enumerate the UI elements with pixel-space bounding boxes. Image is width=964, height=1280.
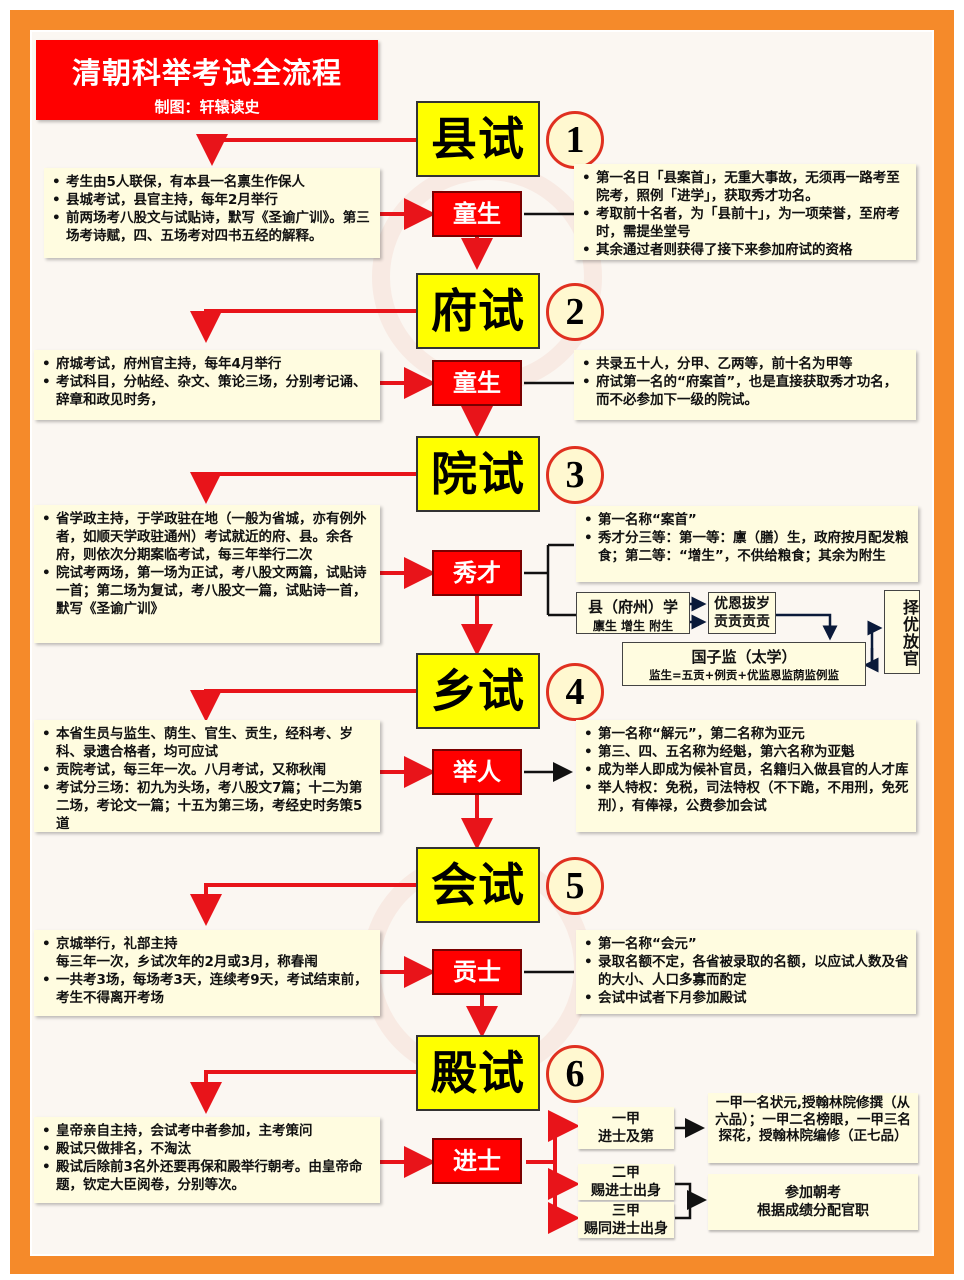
note-item: 殿试只做排名，不淘汰 [42, 1140, 374, 1158]
note-item: 第一名称“案首” [584, 511, 912, 529]
select-office-box: 择优放官 [884, 590, 920, 674]
guozijian-label: 国子监（太学） [691, 648, 797, 666]
note-item: 考试分三场：初九为头场，考八股文7篇；十二为第二场，考论文一篇；十五为第三场，考… [42, 779, 374, 833]
note-item: 会试中试者下月参加殿试 [584, 989, 910, 1007]
note-item: 考生由5人联保，有本县一名禀生作保人 [52, 173, 374, 191]
stage-palace-exam: 殿试 [416, 1035, 540, 1111]
rank-second-tier: 二甲 赐进士出身 [578, 1164, 674, 1200]
note-item: 秀才分三等：第一等：廪（膳）生，政府按月配发粮食；第二等：“增生”，不供给粮食；… [584, 529, 912, 565]
note-item: 其余通过者则获得了接下来参加府试的资格 [582, 241, 910, 259]
note-item: 皇帝亲自主持，会试考中者参加，主考策问 [42, 1122, 374, 1140]
note-item: 府试第一名的“府案首”，也是直接获取秀才功名，而不必参加下一级的院试。 [582, 373, 910, 409]
note-item: 第一名称“会元” [584, 935, 910, 953]
note-item: 省学政主持，于学政驻在地（一般为省城，亦有例外者，如顺天学政驻通州）考试就近的府… [42, 510, 374, 564]
rank-third-tier: 三甲 赐同进士出身 [578, 1202, 674, 1238]
stage2-right-notes: 共录五十人，分甲、乙两等，前十名为甲等 府试第一名的“府案首”，也是直接获取秀才… [574, 350, 916, 420]
step-number-5: 5 [546, 857, 604, 915]
step-number-2: 2 [546, 283, 604, 341]
stage-county-exam: 县试 [416, 101, 540, 177]
note-item: 第一名称“解元”，第二名称为亚元 [584, 725, 910, 743]
step-number-6: 6 [546, 1045, 604, 1103]
county-school-box: 县（府州）学 廪生 增生 附生 [576, 592, 690, 634]
result-line: 参加朝考 [785, 1185, 841, 1201]
stage1-right-notes: 第一名日「县案首」，无重大事故，无须再一路考至院考，照例「进学」，获取秀才功名。… [574, 164, 916, 260]
county-school-label: 县（府州）学 [587, 598, 678, 616]
first-tier-result: 一甲一名状元,授翰林院修撰（从六品）；一甲二名榜眼，一甲三名探花，授翰林院编修（… [708, 1093, 918, 1163]
note-item: 府城考试，府州官主持，每年4月举行 [42, 355, 374, 373]
stage3-left-notes: 省学政主持，于学政驻在地（一般为省城，亦有例外者，如顺天学政驻通州）考试就近的府… [34, 505, 380, 643]
stage5-right-notes: 第一名称“会元” 录取名额不定，各省被录取的名额，以应试人数及省的大小、人口多寡… [576, 930, 916, 1014]
rank-first-tier: 一甲 进士及第 [578, 1107, 674, 1149]
note-item: 成为举人即成为候补官员，名籍归入做县官的人才库 [584, 761, 910, 779]
note-item: 第三、四、五名称为经魁，第六名称为亚魁 [584, 743, 910, 761]
page-title: 清朝科举考试全流程 [71, 56, 342, 90]
title-badge-tongsheng: 童生 [432, 191, 522, 237]
stage3-right-notes: 第一名称“案首” 秀才分三等：第一等：廪（膳）生，政府按月配发粮食；第二等：“增… [576, 506, 918, 582]
stage-provincial-exam: 乡试 [416, 653, 540, 729]
rank-label: 赐进士出身 [591, 1183, 661, 1199]
note-item: 前两场考八股文与试贴诗，默写《圣谕广训》。第三场考诗赋，四、五场考对四书五经的解… [52, 209, 374, 245]
note-item: 录取名额不定，各省被录取的名额，以应试人数及省的大小、人口多寡而酌定 [584, 953, 910, 989]
stage-academy-exam: 院试 [416, 436, 540, 512]
stage2-left-notes: 府城考试，府州官主持，每年4月举行 考试科目，分帖经、杂文、策论三场，分别考记诵… [34, 350, 380, 420]
stage-metropolitan-exam: 会试 [416, 847, 540, 923]
title-badge-jinshi: 进士 [432, 1138, 522, 1184]
note-item: 考取前十名者，为「县前十」，为一项荣誉，至府考时，需提坐堂号 [582, 205, 910, 241]
step-number-4: 4 [546, 663, 604, 721]
stage4-left-notes: 本省生员与监生、荫生、官生、贡生，经科考、岁科、录遗合格者，均可应试 贡院考试，… [34, 720, 380, 832]
title-badge-xiucai: 秀才 [432, 550, 522, 596]
guozijian-students: 监生=五贡+例贡+优监恩监荫监例监 [649, 668, 839, 682]
note-item: 贡院考试，每三年一次。八月考试，又称秋闱 [42, 761, 374, 779]
step-number-3: 3 [546, 446, 604, 504]
title-badge-tongsheng: 童生 [432, 360, 522, 406]
note-item: 一共考3场，每场考3天，连续考9天，考试结束前，考生不得离开考场 [42, 971, 374, 1007]
title-banner: 清朝科举考试全流程 制图：轩辕读史 [36, 40, 378, 120]
rank-label: 赐同进士出身 [584, 1221, 668, 1237]
rank-label: 进士及第 [598, 1129, 654, 1145]
gongsheng-suffix: 贡贡贡贡 [714, 614, 770, 630]
note-item: 京城举行，礼部主持 每三年一次，乡试次年的2月或3月，称春闱 [42, 935, 374, 971]
step-number-1: 1 [546, 111, 604, 169]
author-credit: 制图：轩辕读史 [154, 98, 260, 116]
note-item: 举人特权：免税，司法特权（不下跪，不用刑，免死刑），有俸禄，公费参加会试 [584, 779, 910, 815]
other-tier-result: 参加朝考 根据成绩分配官职 [708, 1174, 918, 1230]
stage-prefecture-exam: 府试 [416, 273, 540, 349]
rank-tier: 二甲 [612, 1165, 640, 1181]
note-item: 考试科目，分帖经、杂文、策论三场，分别考记诵、辞章和政见时务， [42, 373, 374, 409]
note-item: 院试考两场，第一场为正试，考八股文两篇，试贴诗一首；第二场为复试，考八股文一篇，… [42, 564, 374, 618]
title-badge-gongshi: 贡士 [432, 949, 522, 995]
rank-tier: 三甲 [612, 1203, 640, 1219]
note-item: 殿试后除前3名外还要再保和殿举行朝考。由皇帝命题，钦定大臣阅卷，分别等次。 [42, 1158, 374, 1194]
stage5-left-notes: 京城举行，礼部主持 每三年一次，乡试次年的2月或3月，称春闱 一共考3场，每场考… [34, 930, 380, 1016]
gongsheng-types: 优恩拔岁 [714, 596, 770, 612]
title-badge-juren: 举人 [432, 749, 522, 795]
result-line: 根据成绩分配官职 [757, 1203, 869, 1219]
note-item: 共录五十人，分甲、乙两等，前十名为甲等 [582, 355, 910, 373]
rank-tier: 一甲 [612, 1111, 640, 1127]
county-school-students: 廪生 增生 附生 [592, 619, 674, 633]
note-item: 本省生员与监生、荫生、官生、贡生，经科考、岁科、录遗合格者，均可应试 [42, 725, 374, 761]
stage4-right-notes: 第一名称“解元”，第二名称为亚元 第三、四、五名称为经魁，第六名称为亚魁 成为举… [576, 720, 916, 832]
gongsheng-box: 优恩拔岁 贡贡贡贡 [708, 592, 776, 634]
guozijian-box: 国子监（太学） 监生=五贡+例贡+优监恩监荫监例监 [622, 642, 866, 686]
note-item: 第一名日「县案首」，无重大事故，无须再一路考至院考，照例「进学」，获取秀才功名。 [582, 169, 910, 205]
note-item: 县城考试，县官主持，每年2月举行 [52, 191, 374, 209]
stage1-left-notes: 考生由5人联保，有本县一名禀生作保人 县城考试，县官主持，每年2月举行 前两场考… [44, 168, 380, 258]
stage6-left-notes: 皇帝亲自主持，会试考中者参加，主考策问 殿试只做排名，不淘汰 殿试后除前3名外还… [34, 1117, 380, 1203]
